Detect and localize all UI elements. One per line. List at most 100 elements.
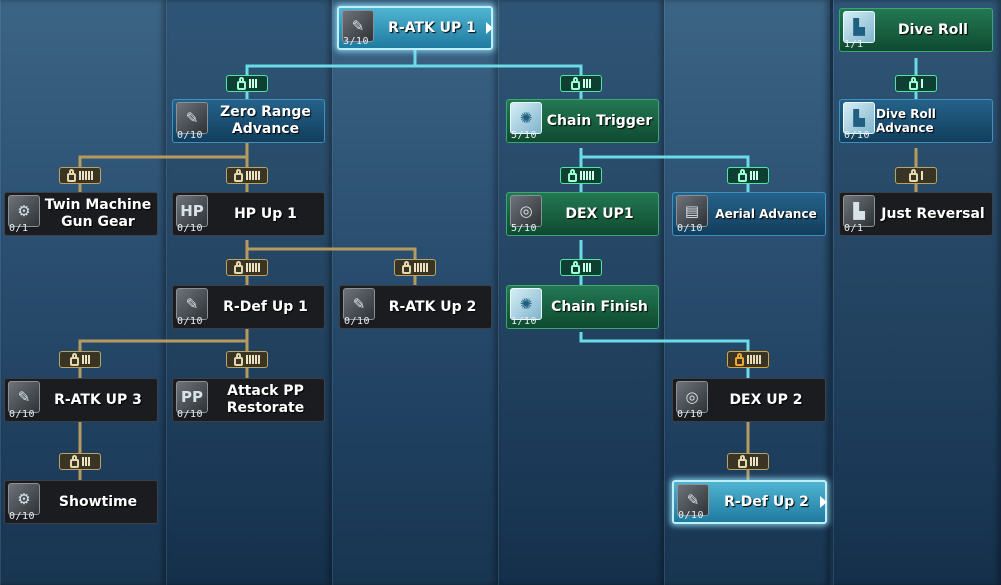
skill-level: 0/10 <box>678 510 705 521</box>
lock-icon <box>909 76 918 90</box>
requirement-bar <box>753 355 755 364</box>
skill-name: Zero Range Advance <box>220 104 311 137</box>
requirement-bar <box>583 263 585 272</box>
requirement-bar <box>586 79 588 88</box>
skill-name: DEX UP1 <box>565 205 634 222</box>
skill-node-dive-roll-advance[interactable]: ▙ Dive Roll Advance 0/10 <box>839 99 993 143</box>
skill-node-rdef-up-2[interactable]: ✎ R-Def Up 2 0/10 <box>672 480 827 524</box>
skill-node-chain-trigger[interactable]: ✺ Chain Trigger 5/10 <box>506 99 659 143</box>
level-requirement-bars <box>79 171 93 180</box>
requirement-bar <box>921 171 923 180</box>
requirement-bar <box>249 355 251 364</box>
requirement-bar <box>88 457 90 466</box>
target-icon: ◎ <box>510 195 542 227</box>
requirement-bar <box>921 79 923 88</box>
skill-node-dex-up-1[interactable]: ◎ DEX UP1 5/10 <box>506 192 659 236</box>
skill-node-hp-up-1[interactable]: HP HP Up 1 0/10 <box>172 192 325 236</box>
skill-node-ratk-up-2[interactable]: ✎ R-ATK Up 2 0/10 <box>339 285 492 329</box>
gate-dive-roll-advance <box>895 75 937 92</box>
gate-hp-up-1 <box>226 167 268 184</box>
requirement-bar <box>258 171 260 180</box>
level-requirement-bars <box>750 171 758 180</box>
requirement-bar <box>88 355 90 364</box>
boot-icon: ▙ <box>843 195 875 227</box>
skill-level: 0/10 <box>344 316 371 327</box>
link-hp-up-to-ratk-2 <box>247 247 417 285</box>
skill-name: R-ATK UP 1 <box>388 19 476 36</box>
skill-node-chain-finish[interactable]: ✺ Chain Finish 1/10 <box>506 285 659 329</box>
lock-icon <box>234 168 243 182</box>
skill-level: 0/10 <box>677 409 704 420</box>
skill-level: 0/10 <box>177 130 204 141</box>
skill-level: 0/1 <box>844 223 864 234</box>
requirement-bar <box>255 355 257 364</box>
skill-level: 0/1 <box>9 223 29 234</box>
skill-node-zero-range-advance[interactable]: ✎ Zero Range Advance 0/10 <box>172 99 325 143</box>
requirement-bar <box>423 263 425 272</box>
requirement-bar <box>580 171 582 180</box>
skill-node-ratk-up-3[interactable]: ✎ R-ATK UP 3 0/10 <box>4 378 158 422</box>
gate-dex-up-2 <box>727 351 769 368</box>
gate-chain-trigger <box>560 75 602 92</box>
skill-node-dex-up-2[interactable]: ◎ DEX UP 2 0/10 <box>672 378 826 422</box>
skill-level: 0/10 <box>177 409 204 420</box>
level-requirement-bars <box>246 171 260 180</box>
link-ratk1-to-zero-range <box>245 48 417 99</box>
requirement-bar <box>414 263 416 272</box>
requirement-bar <box>417 263 419 272</box>
link-chain-trigger-to-aerial <box>581 155 750 192</box>
skill-node-rdef-up-1[interactable]: ✎ R-Def Up 1 0/10 <box>172 285 325 329</box>
skill-node-twin-machine-gun-gear[interactable]: ⚙ Twin Machine Gun Gear 0/1 <box>4 192 158 236</box>
skill-name: R-ATK Up 2 <box>388 298 477 315</box>
lock-icon <box>738 454 747 468</box>
lock-icon <box>234 260 243 274</box>
level-requirement-bars <box>246 355 260 364</box>
skill-level: 0/10 <box>177 316 204 327</box>
level-requirement-bars <box>246 263 260 272</box>
skill-node-just-reversal[interactable]: ▙ Just Reversal 0/1 <box>839 192 993 236</box>
skill-node-dive-roll[interactable]: ▙ Dive Roll 1/1 <box>839 8 993 52</box>
lock-icon <box>909 168 918 182</box>
hp-icon: HP <box>176 195 208 227</box>
level-requirement-bars <box>747 355 761 364</box>
requirement-bar <box>589 263 591 272</box>
skill-level: 0/10 <box>9 511 36 522</box>
skill-name: Just Reversal <box>881 205 985 222</box>
skill-node-ratk-up-1[interactable]: ✎ R-ATK UP 1 3/10 <box>337 6 493 50</box>
requirement-bar <box>246 171 248 180</box>
skill-node-aerial-advance[interactable]: ▤ Aerial Advance 0/10 <box>672 192 826 236</box>
lock-icon <box>67 168 76 182</box>
lock-icon <box>234 352 243 366</box>
link-ratk1-to-chain-trigger <box>415 64 583 99</box>
skill-level: 0/10 <box>9 409 36 420</box>
requirement-bar <box>753 457 755 466</box>
skill-name: DEX UP 2 <box>729 391 803 408</box>
skill-node-showtime[interactable]: ⚙ Showtime 0/10 <box>4 480 158 524</box>
link-chain-finish-to-dex-2 <box>579 332 750 378</box>
level-requirement-bars <box>580 171 594 180</box>
gate-dex-up-1 <box>560 167 602 184</box>
level-requirement-bars <box>414 263 428 272</box>
skill-level: 0/10 <box>177 223 204 234</box>
gate-twin-machine-gun-gear <box>59 167 101 184</box>
lock-icon <box>237 76 246 90</box>
gate-zero-range <box>226 75 268 92</box>
gun-icon: ✎ <box>176 102 208 134</box>
skill-name: Showtime <box>58 493 138 510</box>
skill-level: 0/10 <box>677 223 704 234</box>
skill-name: Dive Roll <box>898 21 968 38</box>
requirement-bar <box>747 355 749 364</box>
skill-name: R-Def Up 2 <box>724 493 809 510</box>
skill-node-attack-pp-restorate[interactable]: PP Attack PP Restorate 0/10 <box>172 378 325 422</box>
requirement-bar <box>249 263 251 272</box>
level-requirement-bars <box>921 171 923 180</box>
requirement-bar <box>750 355 752 364</box>
requirement-bar <box>255 171 257 180</box>
skill-name: R-Def Up 1 <box>223 298 308 315</box>
chain-icon: ✺ <box>510 288 542 320</box>
link-rdef-1-to-ratk-3 <box>78 322 249 378</box>
chain-icon: ✺ <box>510 102 542 134</box>
gate-ratk-up-2 <box>394 259 436 276</box>
boot-icon: ▙ <box>843 102 875 134</box>
